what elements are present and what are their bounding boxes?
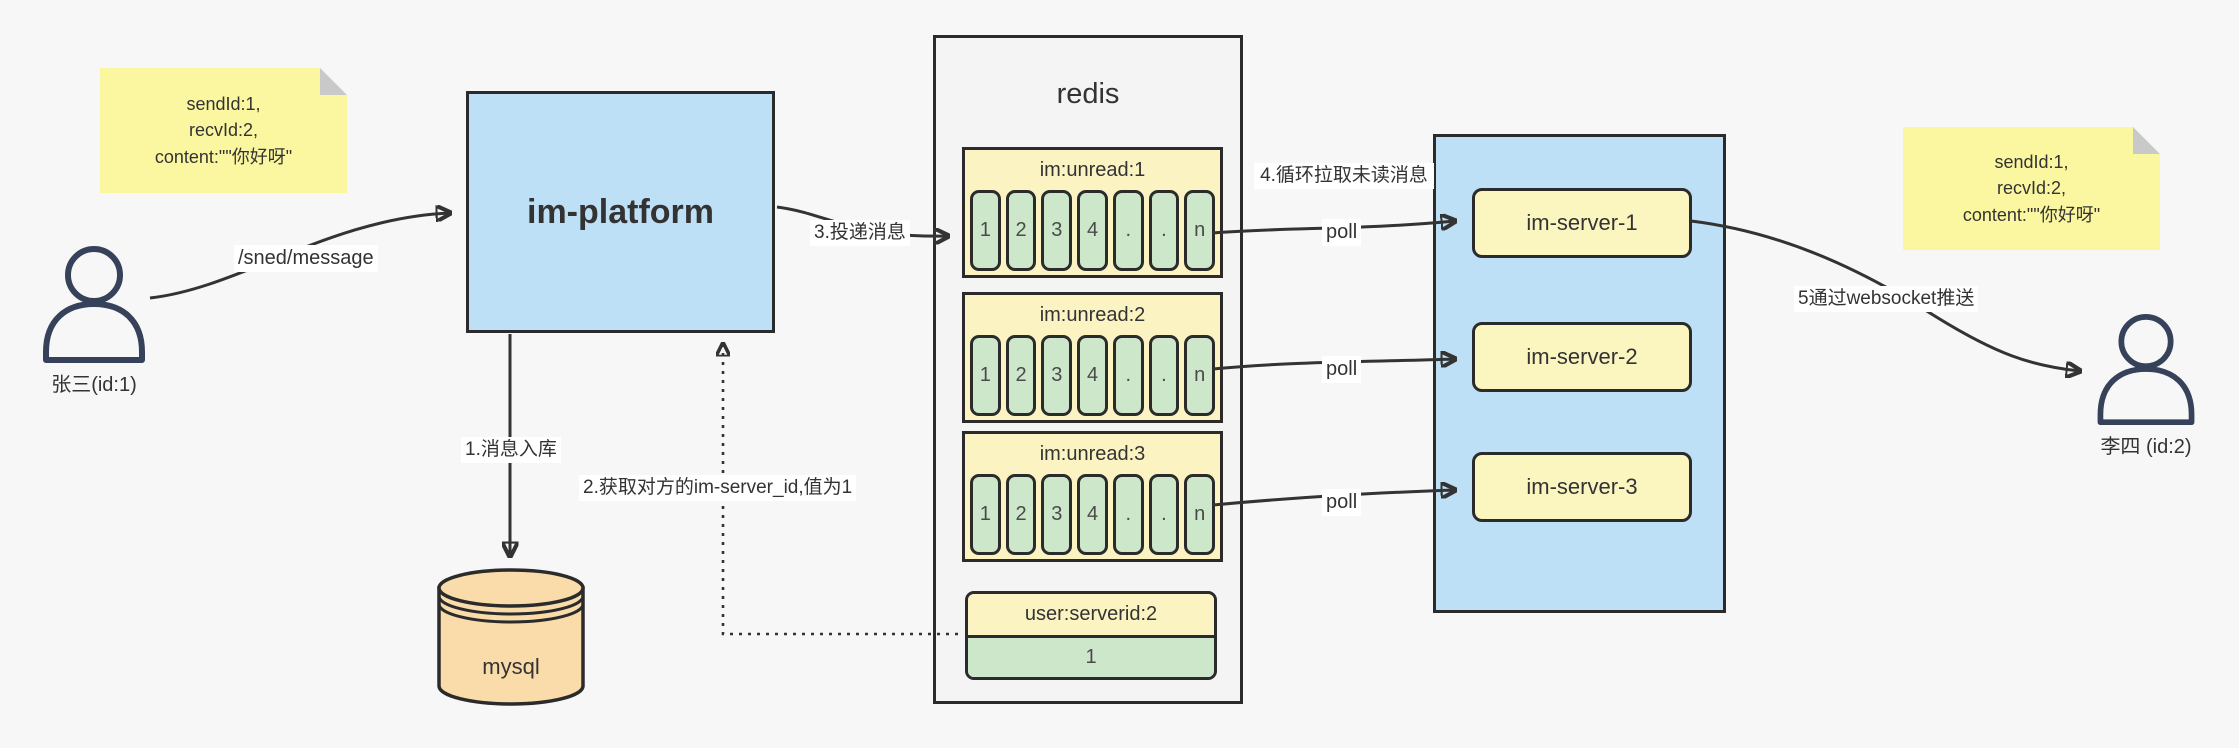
redis-queue-im-unread-2: im:unread:2 1 2 3 4 . . n — [962, 292, 1223, 423]
queue-cell: 2 — [1005, 335, 1037, 416]
note-line: content:""你好呀" — [1962, 204, 2101, 225]
queue-title: im:unread:3 — [1039, 442, 1146, 465]
queue-cell: . — [1148, 474, 1180, 555]
node-im-server-1: im-server-1 — [1472, 188, 1692, 258]
mysql-label: mysql — [482, 654, 540, 679]
folded-corner-icon — [320, 68, 347, 95]
edge-label-store: 1.消息入库 — [461, 437, 561, 463]
redis-title: redis — [1056, 78, 1120, 110]
queue-cell: 3 — [1041, 190, 1073, 271]
note-line: sendId:1, — [186, 94, 261, 115]
queue-cell: 4 — [1077, 335, 1108, 416]
im-server-2-label: im-server-2 — [1526, 344, 1638, 369]
edge-label-pull: 4.循环拉取未读消息 — [1254, 163, 1434, 189]
queue-cell: 2 — [1005, 190, 1037, 271]
folded-corner-icon — [2133, 127, 2160, 154]
queue-cell: . — [1148, 335, 1180, 416]
actor-receiver-label: 李四 (id:2) — [2100, 436, 2192, 458]
im-server-3-label: im-server-3 — [1526, 474, 1638, 499]
node-redis: redis im:unread:1 1 2 3 4 . . n im:unrea… — [933, 35, 1243, 704]
queue-cell: . — [1112, 190, 1144, 271]
actor-sender-label: 张三(id:1) — [51, 374, 137, 396]
user-icon — [43, 246, 145, 363]
edge-label-poll-1: poll — [1322, 219, 1362, 246]
sticky-note-message-right: sendId:1, recvId:2, content:""你好呀" — [1903, 127, 2160, 250]
queue-title: im:unread:2 — [1039, 303, 1146, 326]
queue-cell: 4 — [1077, 190, 1108, 271]
edge-label-deliver: 3.投递消息 — [810, 220, 910, 246]
kv-value: 1 — [968, 638, 1214, 677]
note-line: recvId:2, — [1996, 178, 2067, 199]
edge-label-send-message: /sned/message — [234, 245, 378, 272]
edge-label-websocket-push: 5通过websocket推送 — [1794, 286, 1979, 312]
redis-queue-im-unread-3: im:unread:3 1 2 3 4 . . n — [962, 431, 1223, 562]
node-im-server-3: im-server-3 — [1472, 452, 1692, 522]
node-im-platform: im-platform — [466, 91, 775, 333]
edge-label-poll-2: poll — [1322, 356, 1362, 383]
im-platform-label: im-platform — [527, 192, 714, 231]
queue-cell: n — [1184, 335, 1216, 416]
queue-cells: 1 2 3 4 . . n — [965, 335, 1220, 420]
queue-cells: 1 2 3 4 . . n — [965, 474, 1220, 559]
queue-cell: 4 — [1077, 474, 1108, 555]
queue-title: im:unread:1 — [1039, 158, 1146, 181]
note-line: content:""你好呀" — [154, 146, 293, 167]
queue-cell: . — [1112, 335, 1144, 416]
queue-cell: . — [1148, 190, 1180, 271]
sticky-note-message-left: sendId:1, recvId:2, content:""你好呀" — [100, 68, 347, 193]
queue-cell: 1 — [970, 474, 1001, 555]
redis-kv-user-serverid: user:serverid:2 1 — [965, 591, 1217, 680]
node-im-server-group: im-server-1 im-server-2 im-server-3 — [1433, 134, 1726, 613]
edge-label-lookup: 2.获取对方的im-server_id,值为1 — [579, 475, 857, 501]
queue-cell: 2 — [1005, 474, 1037, 555]
user-icon — [2097, 314, 2195, 426]
actor-receiver: 李四 (id:2) — [2088, 314, 2204, 459]
redis-queue-im-unread-1: im:unread:1 1 2 3 4 . . n — [962, 147, 1223, 278]
node-mysql: mysql — [435, 566, 587, 711]
queue-cell: 3 — [1041, 335, 1073, 416]
note-line: sendId:1, — [1994, 152, 2069, 173]
queue-cell: n — [1184, 474, 1216, 555]
note-line: recvId:2, — [188, 120, 259, 141]
actor-sender: 张三(id:1) — [36, 246, 152, 397]
edge-label-poll-3: poll — [1322, 489, 1362, 516]
database-cylinder-icon — [437, 568, 585, 706]
im-server-1-label: im-server-1 — [1526, 210, 1638, 235]
queue-cells: 1 2 3 4 . . n — [965, 190, 1220, 275]
node-im-server-2: im-server-2 — [1472, 322, 1692, 392]
queue-cell: 1 — [970, 190, 1001, 271]
queue-cell: 3 — [1041, 474, 1073, 555]
queue-cell: . — [1112, 474, 1144, 555]
kv-title: user:serverid:2 — [968, 594, 1214, 638]
queue-cell: 1 — [970, 335, 1001, 416]
queue-cell: n — [1184, 190, 1216, 271]
